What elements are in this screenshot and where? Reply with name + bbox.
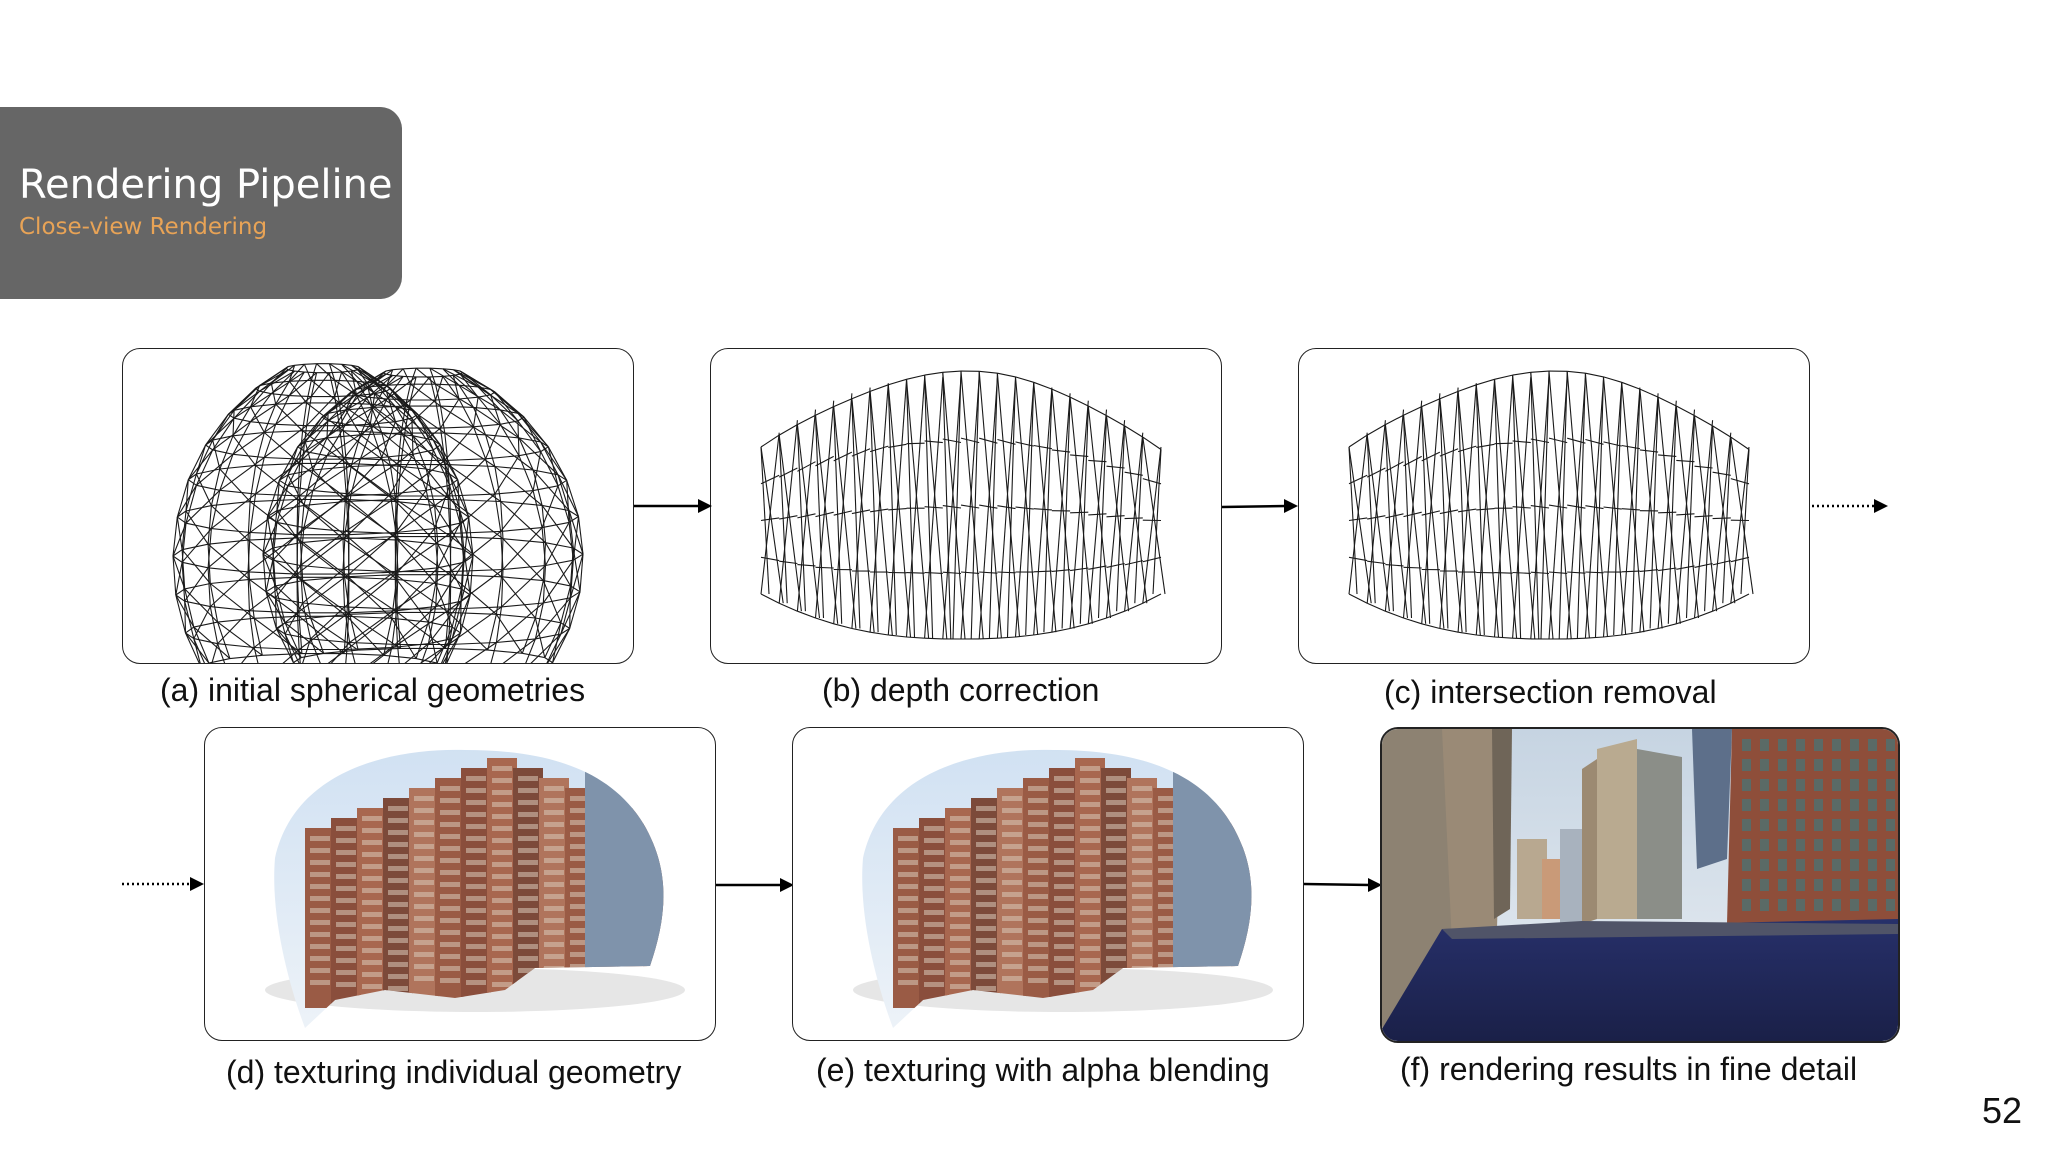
arrow-b-c <box>1222 499 1298 513</box>
caption-d: (d) texturing individual geometry <box>226 1054 682 1090</box>
panel-e <box>792 727 1304 1041</box>
caption-c: (c) intersection removal <box>1384 674 1717 710</box>
wireframe-a <box>172 363 584 663</box>
title-box: Rendering Pipeline Close-view Rendering <box>0 107 402 299</box>
caption-b: (b) depth correction <box>822 672 1100 708</box>
caption-f: (f) rendering results in fine detail <box>1400 1051 1858 1087</box>
page-number: 52 <box>1981 1090 2022 1131</box>
panel-b <box>710 348 1222 664</box>
slide-subtitle: Close-view Rendering <box>19 214 268 240</box>
arrow-continue-d <box>122 877 204 891</box>
wireframe-b <box>760 370 1166 640</box>
arrow-c-continue <box>1812 499 1888 513</box>
arrow-d-e <box>716 878 794 892</box>
arrow-a-b <box>634 499 712 513</box>
caption-e: (e) texturing with alpha blending <box>816 1052 1270 1088</box>
panel-c <box>1298 348 1810 664</box>
caption-a: (a) initial spherical geometries <box>160 672 586 708</box>
panel-d <box>204 727 716 1041</box>
panel-a <box>122 348 634 664</box>
street-render-f <box>1382 729 1898 1041</box>
panel-f <box>1380 727 1900 1043</box>
arrow-e-f <box>1304 878 1382 892</box>
slide-title: Rendering Pipeline <box>19 162 393 208</box>
wireframe-c <box>1348 370 1754 640</box>
textured-dome-e <box>853 749 1273 1029</box>
textured-dome-d <box>265 749 685 1029</box>
